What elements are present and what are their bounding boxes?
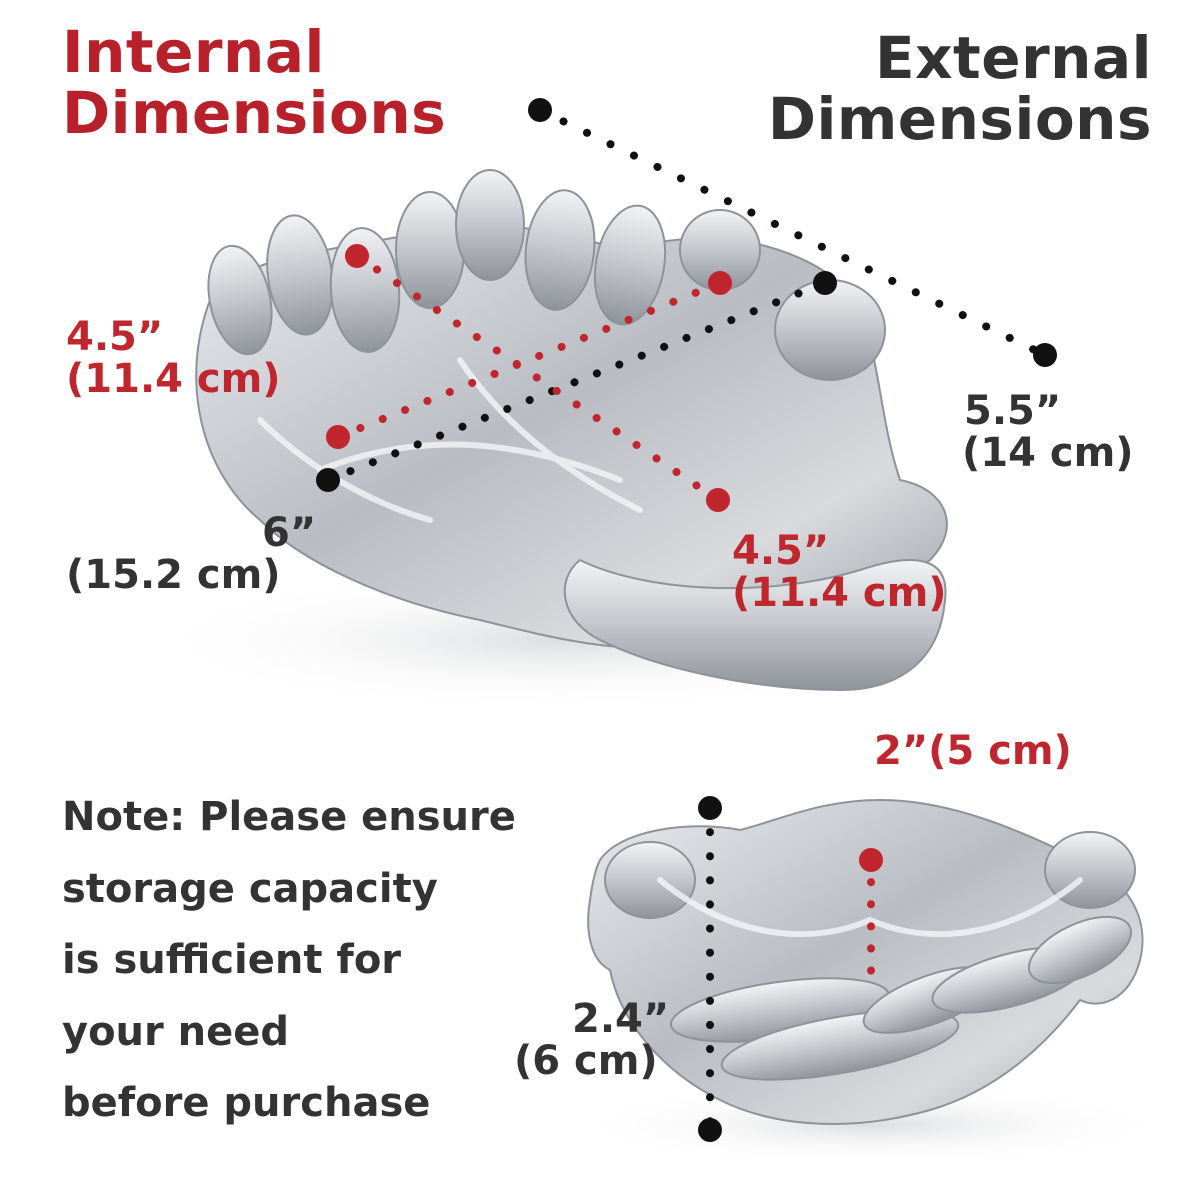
note-line: is sufficient for	[62, 937, 402, 984]
external-height-label: 2.4” (6 cm)	[514, 996, 670, 1084]
product-side-view-icon	[570, 798, 1170, 1165]
internal-dimensions-title: Internal Dimensions	[62, 18, 447, 147]
external-width-label: 6” (15.2 cm)	[66, 510, 317, 598]
internal-width-measure	[326, 271, 732, 449]
purchase-note: Note: Please ensure storage capacity is …	[62, 782, 582, 1140]
note-line: before purchase	[62, 1080, 431, 1127]
internal-length-measure	[345, 244, 730, 512]
note-line: Note: Please ensure	[62, 794, 516, 840]
external-height-measure	[698, 796, 722, 1142]
external-length-measure	[528, 98, 1057, 367]
external-width-measure	[316, 271, 837, 492]
internal-depth-label: 2”(5 cm)	[874, 728, 1072, 774]
external-length-label: 5.5” (14 cm)	[962, 388, 1134, 476]
internal-width-label: 4.5” (11.4 cm)	[66, 314, 281, 402]
internal-length-label: 4.5” (11.4 cm)	[732, 528, 947, 616]
note-line: storage capacity	[62, 865, 438, 912]
note-line: your need	[62, 1008, 290, 1055]
external-dimensions-title: External Dimensions	[767, 24, 1152, 153]
internal-depth-measure	[859, 848, 883, 989]
product-top-view-icon	[140, 169, 980, 710]
